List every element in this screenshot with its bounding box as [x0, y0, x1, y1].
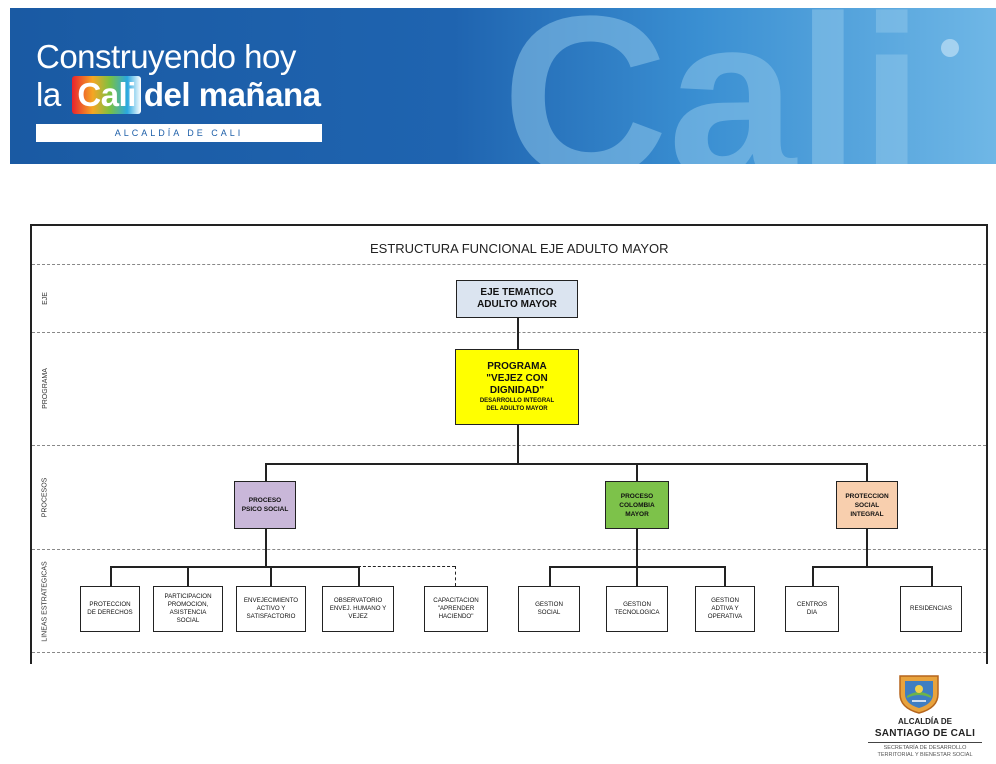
connector	[866, 463, 868, 481]
node-proceso-colombia-mayor: PROCESO COLOMBIA MAYOR	[605, 481, 669, 529]
band-label-lineas: LINEAS ESTRATEGICAS	[41, 560, 49, 642]
connector	[110, 566, 112, 586]
connector	[724, 566, 726, 586]
band-label-programa: PROGRAMA	[41, 368, 49, 409]
brand-cali: Cali	[72, 76, 141, 114]
connector	[812, 566, 814, 586]
band-divider	[32, 549, 986, 550]
connector	[636, 566, 638, 586]
connector-dashed	[455, 566, 456, 586]
logo-text-secretaria: SECRETARÍA DE DESARROLLO TERRITORIAL Y B…	[877, 745, 973, 758]
backdrop-cali-word: Cali	[502, 8, 924, 164]
connector	[265, 463, 267, 481]
diagram-frame	[30, 224, 988, 664]
diagram-title: ESTRUCTURA FUNCIONAL EJE ADULTO MAYOR	[370, 241, 669, 256]
brand-line-1: Construyendo hoy	[36, 38, 296, 75]
logo-text-alcaldia: ALCALDÍA DE	[898, 717, 952, 726]
brand-la: la	[36, 76, 61, 113]
connector	[636, 463, 638, 481]
band-divider	[32, 264, 986, 265]
connector	[866, 529, 868, 567]
node-linea-residencias: RESIDENCIAS	[900, 586, 962, 632]
connector-dashed	[358, 566, 455, 567]
alcaldia-logo: ALCALDÍA DE SANTIAGO DE CALI SECRETARÍA …	[860, 674, 990, 764]
node-proceso-psico-social: PROCESO PSICO SOCIAL	[234, 481, 296, 529]
connector	[187, 566, 189, 586]
connector	[265, 529, 267, 567]
logo-text-santiago: SANTIAGO DE CALI	[874, 728, 976, 739]
connector	[636, 529, 638, 567]
connector	[931, 566, 933, 586]
node-eje-tematico: EJE TEMATICO ADULTO MAYOR	[456, 280, 578, 318]
brand-del-manana: del mañana	[143, 76, 321, 113]
band-divider	[32, 332, 986, 333]
node-proteccion-social-integral: PROTECCION SOCIAL INTEGRAL	[836, 481, 898, 529]
connector	[110, 566, 358, 568]
coat-of-arms-icon	[899, 675, 939, 714]
brand-strip-alcaldia: ALCALDÍA DE CALI	[36, 124, 322, 142]
connector	[358, 566, 360, 586]
connector	[812, 566, 932, 568]
connector	[517, 318, 519, 350]
band-label-procesos: PROCESOS	[41, 477, 49, 517]
connector	[265, 463, 867, 465]
node-programa: PROGRAMA "VEJEZ CON DIGNIDAD" DESARROLLO…	[455, 349, 579, 425]
band-divider	[32, 445, 986, 446]
logo-divider	[868, 742, 982, 743]
connector	[549, 566, 551, 586]
connector	[270, 566, 272, 586]
band-label-eje: EJE	[41, 291, 49, 305]
connector	[517, 425, 519, 464]
band-divider	[32, 652, 986, 653]
